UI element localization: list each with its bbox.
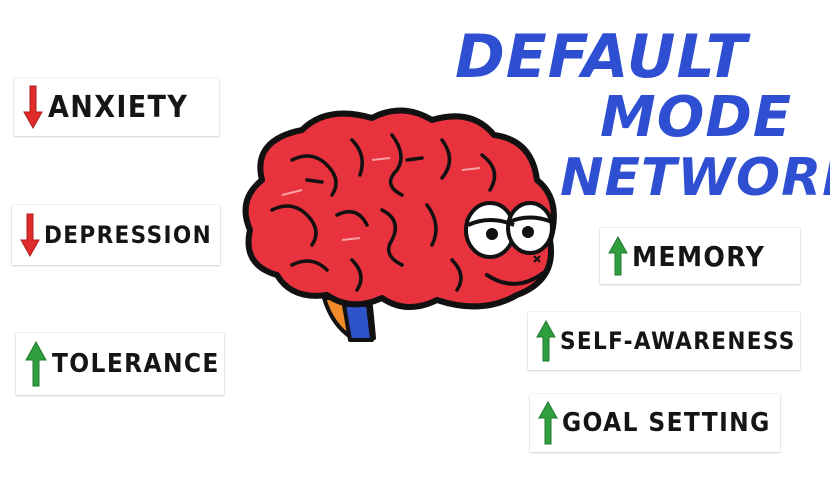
item-card-goal-setting: GOAL SETTING	[530, 394, 780, 452]
green-up-arrow-icon	[608, 235, 628, 277]
item-card-anxiety: ANXIETY	[14, 78, 219, 136]
item-label-goal-setting: GOAL SETTING	[562, 408, 771, 438]
title-line-mode: MODE	[600, 85, 792, 150]
item-label-self-awareness: SELF-AWARENESS	[560, 327, 796, 355]
item-card-memory: MEMORY	[600, 228, 800, 284]
item-label-anxiety: ANXIETY	[48, 90, 188, 125]
item-card-depression: DEPRESSION	[12, 205, 220, 265]
item-card-tolerance: TOLERANCE	[16, 333, 224, 395]
title-line-network: NETWORK	[560, 148, 830, 208]
item-label-depression: DEPRESSION	[44, 221, 212, 249]
item-label-tolerance: TOLERANCE	[52, 349, 220, 379]
green-up-arrow-icon	[24, 340, 48, 388]
red-down-arrow-icon	[20, 212, 40, 258]
cartoon-brain-illustration	[232, 100, 572, 345]
green-up-arrow-icon	[538, 400, 558, 446]
red-down-arrow-icon	[22, 84, 44, 130]
item-label-memory: MEMORY	[632, 240, 765, 273]
title-line-default: DEFAULT	[455, 22, 748, 92]
